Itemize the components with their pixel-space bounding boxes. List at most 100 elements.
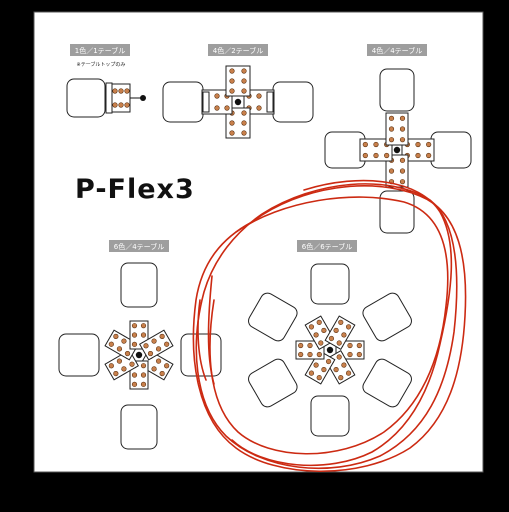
ink-pad: [345, 324, 352, 330]
table-platen: [379, 68, 415, 112]
table-platen: [362, 358, 412, 408]
ink-pad: [388, 168, 395, 174]
platen-bottom: [379, 190, 415, 234]
ink-pad: [241, 78, 247, 84]
ink-pad: [336, 354, 342, 360]
print-head-arm: [359, 138, 393, 162]
ink-pad: [399, 168, 406, 174]
ink-pad: [140, 332, 147, 338]
ink-pad: [338, 319, 344, 325]
ink-pad: [229, 120, 235, 126]
print-head-arm: [139, 329, 174, 361]
ink-pad: [316, 375, 322, 381]
ink-pad: [155, 346, 162, 352]
ink-pad: [316, 351, 322, 358]
ink-pad: [124, 350, 131, 357]
table-platen: [248, 292, 298, 342]
ink-pad: [229, 78, 235, 84]
table-platen: [248, 358, 298, 408]
ink-pad: [313, 362, 319, 368]
ink-pad: [338, 375, 344, 381]
ink-pad: [241, 68, 247, 74]
table-platen: [362, 292, 412, 342]
center-hub: [135, 351, 143, 359]
arm-slot: [359, 138, 393, 162]
ink-pad: [415, 141, 421, 148]
ink-pad: [164, 363, 170, 369]
arm-slot: [401, 138, 435, 162]
platen-radial: [248, 292, 298, 342]
ink-pad: [140, 363, 147, 369]
connector: [202, 91, 210, 113]
ink-pad: [147, 350, 154, 357]
platen-left: [162, 81, 204, 123]
table-platen: [430, 131, 472, 169]
ink-pad: [108, 363, 114, 369]
ink-pad: [131, 323, 138, 329]
ink-pad: [362, 141, 368, 148]
ink-pad: [143, 343, 149, 349]
ink-pad: [426, 141, 432, 148]
ink-pad: [129, 361, 135, 367]
ink-pad: [124, 88, 130, 94]
ink-pad: [159, 333, 165, 340]
platen-top: [120, 262, 158, 308]
print-head-arm: [111, 83, 131, 113]
ink-pad: [140, 372, 147, 378]
ink-pad: [399, 137, 406, 143]
ink-pad: [131, 341, 138, 347]
ink-pad: [159, 370, 165, 377]
ink-pad: [124, 102, 130, 108]
ink-pad: [362, 152, 368, 159]
ink-pad: [307, 342, 313, 349]
ink-pad: [241, 88, 247, 94]
ink-pad: [388, 126, 395, 132]
ink-pad: [345, 370, 352, 376]
red-scribble: [192, 179, 467, 473]
ink-pad: [341, 362, 347, 368]
ink-pad: [256, 93, 262, 99]
config-label-5: 6色／6テーブル: [297, 240, 357, 252]
config-3-diagram: [324, 68, 472, 234]
svg-text:1色／1テーブル: 1色／1テーブル: [75, 46, 126, 55]
ink-pad: [113, 370, 119, 377]
config-label-3: 4色／4テーブル: [367, 44, 427, 56]
ink-pad: [318, 340, 324, 346]
connector: [105, 82, 113, 114]
platen-radial: [362, 292, 412, 342]
config-label-4: 6色／4テーブル: [109, 240, 169, 252]
ink-pad: [118, 88, 124, 94]
print-head-arm: [385, 112, 409, 146]
ink-pad: [298, 351, 304, 358]
center-hub: [234, 98, 242, 106]
ink-pad: [308, 324, 315, 330]
arm-slot: [225, 65, 251, 97]
ink-pad: [321, 327, 327, 334]
config-label-2: 4色／2テーブル: [208, 44, 268, 56]
ink-pad: [373, 152, 379, 159]
ink-pad: [347, 351, 353, 358]
platen-left: [324, 131, 366, 169]
table-platen: [310, 395, 350, 437]
ink-pad: [415, 152, 421, 159]
ink-pad: [298, 342, 304, 349]
press-diagrams: [58, 65, 472, 450]
table-platen: [120, 262, 158, 308]
table-platen: [324, 131, 366, 169]
ink-pad: [325, 358, 332, 365]
ink-pad: [229, 130, 235, 136]
ink-pad: [121, 338, 127, 344]
arm-c1: [111, 83, 131, 113]
ink-pad: [118, 102, 124, 108]
arm-slot: [385, 112, 409, 146]
ink-pad: [333, 327, 339, 334]
ink-pad: [313, 332, 319, 338]
ink-pad: [241, 120, 247, 126]
print-head-arm: [401, 138, 435, 162]
ink-pad: [229, 88, 235, 94]
ink-pad: [308, 370, 315, 376]
brand-title: P-Flex3: [75, 174, 195, 205]
ink-pad: [399, 126, 406, 132]
print-head-arm: [225, 107, 251, 139]
platen-bottom: [120, 404, 158, 450]
